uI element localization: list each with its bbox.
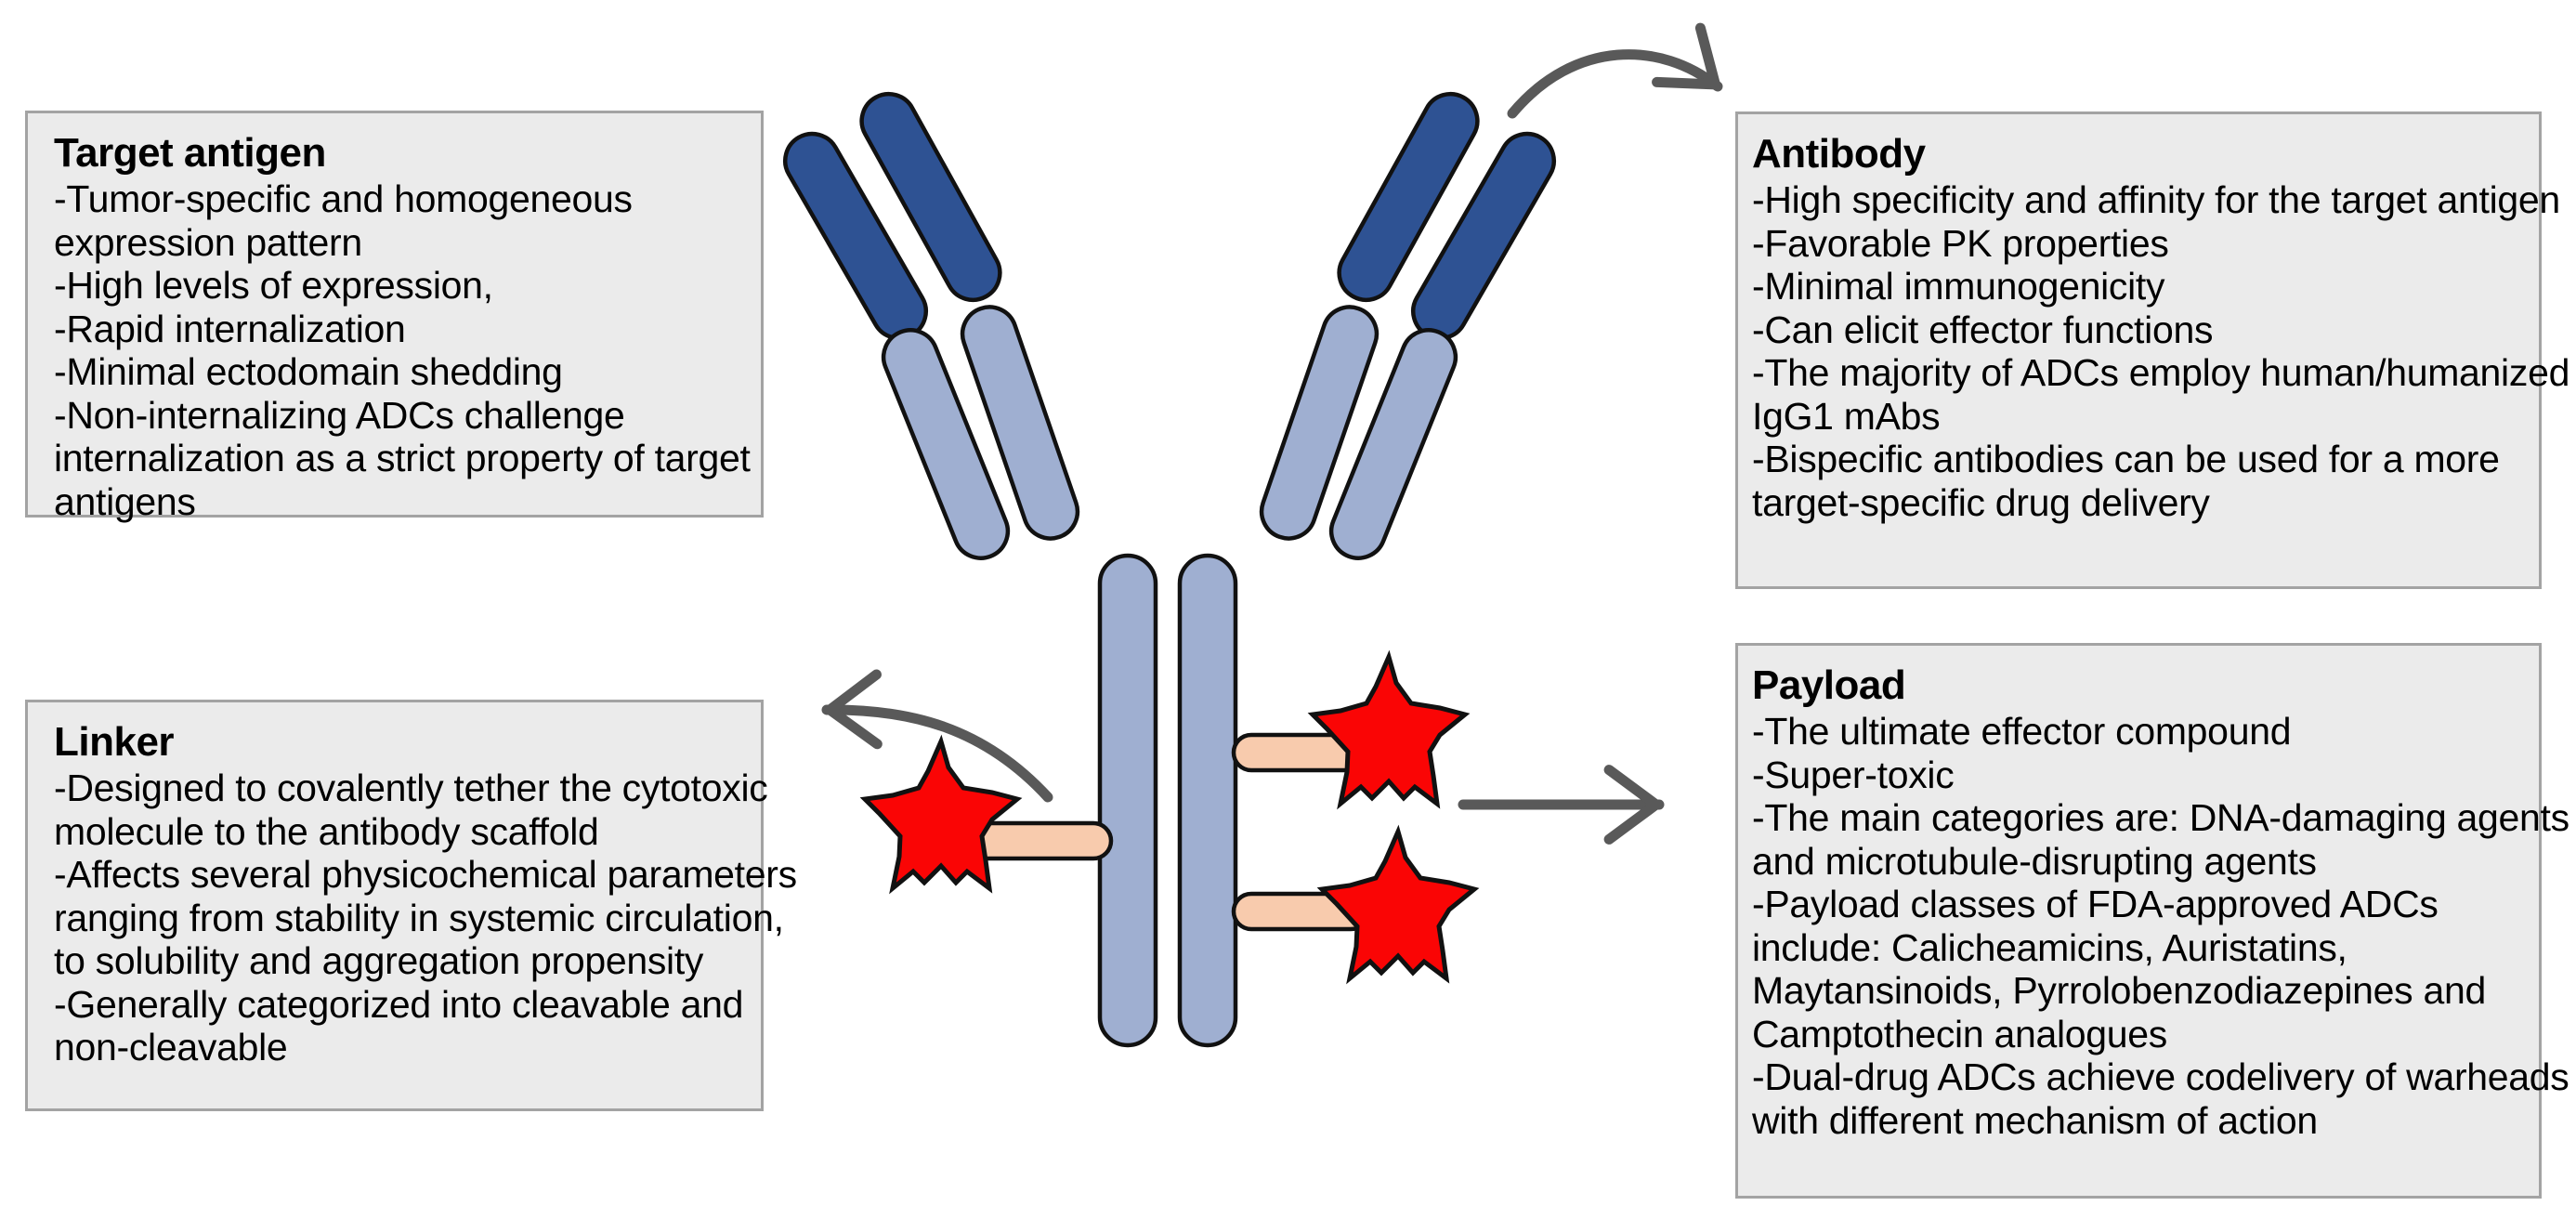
- arrow-to-linker-box-icon: [821, 669, 1053, 803]
- text-line: -The majority of ADCs employ human/human…: [1752, 351, 2570, 394]
- text-line: -Favorable PK properties: [1752, 221, 2169, 265]
- arrow-to-antibody-box-icon: [1507, 22, 1723, 119]
- text-line: IgG1 mAbs: [1752, 394, 1941, 438]
- text-line: Maytansinoids, Pyrrolobenzodiazepines an…: [1752, 969, 2486, 1012]
- left-arm-constant-inner-capsule: [960, 305, 1080, 541]
- text-line: ranging from stability in systemic circu…: [54, 896, 784, 939]
- text-line: molecule to the antibody scaffold: [54, 809, 599, 853]
- linkers: [963, 732, 1371, 932]
- text-line: internalization as a strict property of …: [54, 437, 751, 479]
- text-line: -The ultimate effector compound: [1752, 710, 2292, 753]
- text-line: -The main categories are: DNA-damaging a…: [1752, 796, 2569, 839]
- target-antigen-box: Target antigen -Tumor-specific and homog…: [25, 111, 764, 523]
- text-line: with different mechanism of action: [1752, 1098, 2318, 1142]
- payload-stars: [865, 657, 1474, 978]
- payload-star-upper-right: [1313, 657, 1465, 804]
- text-line: to solubility and aggregation propensity: [54, 939, 704, 982]
- payload-box: Payload -The ultimate effector compound-…: [1735, 643, 2569, 1199]
- text-line: -Affects several physicochemical paramet…: [54, 853, 797, 896]
- text-line: Camptothecin analogues: [1752, 1012, 2167, 1055]
- antibody-box: Antibody -High specificity and affinity …: [1735, 111, 2570, 589]
- right-arm-variable-inner-capsule: [1337, 91, 1480, 303]
- linker-box: Linker -Designed to covalently tether th…: [25, 700, 797, 1111]
- right-arm-constant-inner-capsule: [1259, 305, 1380, 541]
- text-line: and microtubule-disrupting agents: [1752, 839, 2317, 883]
- text-line: -Super-toxic: [1752, 753, 1955, 796]
- payload-text: -The ultimate effector compound-Super-to…: [1752, 710, 2569, 1142]
- antibody-text: -High specificity and affinity for the t…: [1752, 178, 2570, 524]
- target-antigen-title: Target antigen: [54, 130, 326, 176]
- right-arm-constant-outer-capsule: [1328, 328, 1458, 560]
- antibody-left-arm: [783, 91, 1080, 560]
- text-line: -Payload classes of FDA-approved ADCs: [1752, 883, 2439, 925]
- antibody-title: Antibody: [1752, 131, 1926, 177]
- antibody-fc-stem: [1097, 553, 1238, 1048]
- text-line: -Non-internalizing ADCs challenge: [54, 393, 625, 437]
- text-line: -Minimal ectodomain shedding: [54, 350, 563, 393]
- text-line: -Designed to covalently tether the cytot…: [54, 767, 768, 809]
- text-line: -Rapid internalization: [54, 307, 406, 350]
- text-line: target-specific drug delivery: [1752, 480, 2210, 524]
- text-line: -High levels of expression,: [54, 264, 493, 307]
- antibody-right-arm: [1259, 91, 1556, 560]
- text-line: -Tumor-specific and homogeneous: [54, 177, 633, 220]
- payload-star-lower-right: [1322, 832, 1474, 978]
- text-line: -Generally categorized into cleavable an…: [54, 982, 744, 1026]
- linker-text: -Designed to covalently tether the cytot…: [54, 767, 797, 1069]
- text-line: antigens: [54, 479, 196, 523]
- linker-title: Linker: [54, 719, 175, 765]
- text-line: -Can elicit effector functions: [1752, 308, 2214, 351]
- fc-stem-left-capsule: [1097, 553, 1158, 1048]
- text-line: -High specificity and affinity for the t…: [1752, 178, 2560, 221]
- text-line: include: Calicheamicins, Auristatins,: [1752, 925, 2347, 969]
- text-line: -Dual-drug ADCs achieve codelivery of wa…: [1752, 1055, 2569, 1098]
- left-arm-constant-outer-capsule: [881, 328, 1011, 560]
- text-line: expression pattern: [54, 220, 362, 264]
- payload-title: Payload: [1752, 662, 1906, 708]
- payload-star-left: [865, 741, 1017, 888]
- text-line: -Minimal immunogenicity: [1752, 265, 2165, 308]
- left-arm-variable-inner-capsule: [859, 91, 1002, 303]
- text-line: non-cleavable: [54, 1026, 288, 1068]
- fc-stem-right-capsule: [1177, 553, 1238, 1048]
- text-line: -Bispecific antibodies can be used for a…: [1752, 438, 2500, 480]
